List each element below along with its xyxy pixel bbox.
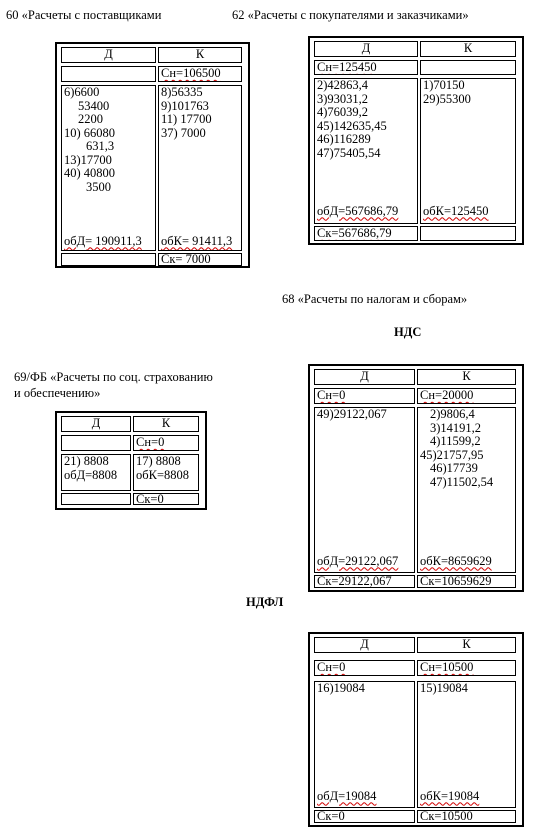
title-account-69-line1: 69/ФБ «Расчеты по соц. страхованию (14, 370, 213, 384)
entry: 45)21757,95 (420, 447, 484, 462)
t-account-68-pit: Д К Сн=0 Сн=10500 16)19084 обД=19084 15)… (308, 632, 524, 827)
entry: 13)17700 (64, 152, 112, 167)
entry: 1)70150 (423, 78, 465, 92)
credit-entries: 8)56335 9)101763 11) 17700 37) 7000 обК=… (158, 85, 242, 251)
debit-turnover: обД=8808 (64, 467, 118, 482)
entry: 47)11502,54 (430, 474, 494, 489)
entry: 21) 8808 (64, 454, 109, 468)
credit-entries: 15)19084 обК=19084 (417, 681, 516, 808)
credit-header: К (420, 41, 516, 57)
entry: 37) 7000 (161, 125, 206, 140)
entry: 29)55300 (423, 91, 471, 106)
debit-header: Д (314, 637, 415, 653)
opening-debit (61, 435, 131, 451)
t-account-60: Д К Сн=106500 6)6600 53400 2200 10) 6608… (55, 42, 250, 268)
entry: 3)14191,2 (430, 420, 482, 435)
closing-debit: Ск=567686,79 (314, 226, 418, 241)
credit-turnover: обК=8808 (136, 467, 189, 482)
entry: 9)101763 (161, 98, 209, 113)
entry: 2)42863,4 (317, 78, 369, 92)
closing-credit: Ск=10500 (417, 810, 516, 823)
debit-turnover: обД=567686,79 (317, 203, 399, 218)
entry: 11) 17700 (161, 112, 212, 126)
entry: 8)56335 (161, 85, 203, 99)
opening-debit: Сн=0 (314, 388, 415, 404)
credit-header: К (417, 369, 516, 385)
debit-header: Д (61, 47, 156, 63)
entry: 49)29122,067 (317, 407, 387, 421)
entry: 16)19084 (317, 681, 365, 695)
debit-entries: 49)29122,067 обД=29122,067 (314, 407, 415, 573)
entry: 17) 8808 (136, 454, 181, 468)
entry: 40) 40800 (64, 166, 116, 180)
entry: 631,3 (86, 139, 115, 153)
entry: 6)6600 (64, 85, 100, 99)
credit-turnover: обК=125450 (423, 203, 489, 218)
debit-header: Д (314, 369, 415, 385)
closing-credit: Ск= 7000 (158, 253, 242, 266)
opening-credit: Сн=10500 (417, 660, 516, 676)
title-account-69-line2: и обеспечению» (14, 386, 101, 400)
subtitle-pit: НДФЛ (246, 595, 284, 609)
t-account-68-vat: Д К Сн=0 Сн=20000 49)29122,067 обД=29122… (308, 364, 524, 592)
entry: 3)93031,2 (317, 91, 369, 106)
closing-debit (61, 253, 156, 266)
credit-header: К (417, 637, 516, 653)
title-account-62: 62 «Расчеты с покупателями и заказчиками… (232, 8, 469, 22)
debit-entries: 21) 8808 обД=8808 (61, 454, 131, 491)
opening-credit: Сн=20000 (417, 388, 516, 404)
closing-debit (61, 493, 131, 505)
debit-turnover: обД= 190911,3 (64, 233, 142, 248)
closing-debit: Ск=29122,067 (314, 575, 415, 588)
entry: 47)75405,54 (317, 145, 381, 160)
entry: 10) 66080 (64, 125, 116, 140)
credit-entries: 1)70150 29)55300 обК=125450 (420, 78, 516, 224)
debit-entries: 16)19084 обД=19084 (314, 681, 415, 808)
entry: 45)142635,45 (317, 118, 387, 133)
t-account-62: Д К Сн=125450 2)42863,4 3)93031,2 4)7603… (308, 36, 524, 245)
entry: 46)17739 (430, 461, 478, 475)
entry: 46)116289 (317, 132, 371, 146)
closing-credit: Ск=0 (133, 493, 199, 505)
credit-entries: 2)9806,4 3)14191,2 4)11599,2 45)21757,95… (417, 407, 516, 573)
debit-entries: 6)6600 53400 2200 10) 66080 631,3 13)177… (61, 85, 156, 251)
credit-entries: 17) 8808 обК=8808 (133, 454, 199, 491)
title-account-60: 60 «Расчеты с поставщиками (6, 8, 162, 22)
credit-turnover: обК= 91411,3 (161, 233, 233, 248)
entry: 2200 (78, 112, 103, 126)
entry: 2)9806,4 (430, 407, 475, 421)
opening-credit: Сн=0 (133, 435, 199, 451)
closing-credit: Ск=10659629 (417, 575, 516, 588)
debit-turnover: обД=19084 (317, 788, 377, 803)
opening-debit: Сн=125450 (314, 60, 418, 75)
opening-debit: Сн=0 (314, 660, 415, 676)
debit-turnover: обД=29122,067 (317, 553, 399, 568)
opening-credit (420, 60, 516, 75)
credit-header: К (158, 47, 242, 63)
credit-turnover: обК=19084 (420, 788, 480, 803)
debit-entries: 2)42863,4 3)93031,2 4)76039,2 45)142635,… (314, 78, 418, 224)
closing-credit (420, 226, 516, 241)
opening-debit (61, 66, 156, 82)
debit-header: Д (61, 416, 131, 432)
entry: 4)76039,2 (317, 105, 369, 119)
subtitle-vat: НДС (394, 325, 422, 339)
credit-turnover: обК=8659629 (420, 553, 492, 568)
closing-debit: Ск=0 (314, 810, 415, 823)
entry: 53400 (78, 98, 110, 113)
debit-header: Д (314, 41, 418, 57)
entry: 15)19084 (420, 681, 468, 695)
entry: 4)11599,2 (430, 434, 481, 448)
t-account-69: Д К Сн=0 21) 8808 обД=8808 17) 8808 обК=… (55, 411, 207, 510)
entry: 3500 (86, 179, 111, 194)
opening-credit: Сн=106500 (158, 66, 242, 82)
credit-header: К (133, 416, 199, 432)
title-account-68: 68 «Расчеты по налогам и сборам» (282, 292, 468, 306)
